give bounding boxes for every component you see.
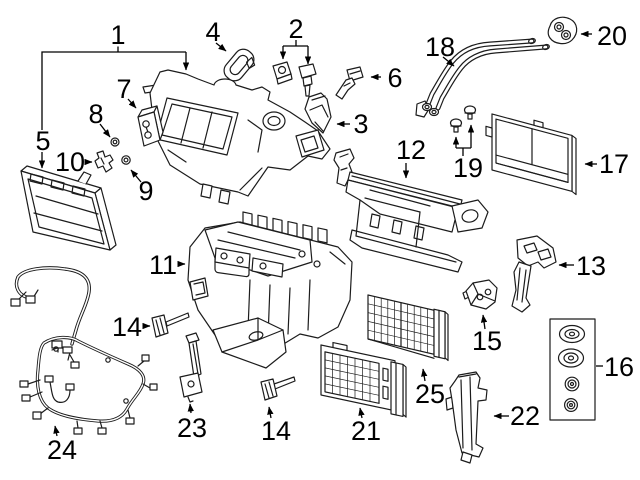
callout-label-22: 22	[510, 401, 540, 431]
callout-2	[279, 40, 312, 65]
part-13-bracket	[511, 235, 557, 313]
callout-label-8: 8	[88, 99, 103, 129]
part-25-filter	[367, 294, 449, 362]
callout-21	[358, 407, 365, 419]
callout-label-17: 17	[599, 149, 629, 179]
callout-19	[452, 124, 475, 156]
callout-25	[421, 368, 428, 382]
part-24-wire-harness	[10, 266, 158, 435]
part-15-actuator	[462, 279, 498, 310]
callout-label-2: 2	[288, 14, 303, 44]
part-10-clip	[94, 150, 114, 173]
callout-label-18: 18	[425, 32, 455, 62]
callout-label-19: 19	[453, 153, 483, 183]
part-1-upper-case	[142, 69, 331, 205]
callout-24	[53, 425, 60, 437]
callout-label-23: 23	[177, 413, 207, 443]
part-6-duct	[335, 66, 364, 100]
part-19-bolts	[449, 105, 477, 133]
callout-label-12: 12	[396, 135, 426, 165]
callout-label-16: 16	[604, 352, 634, 382]
callout-18	[442, 56, 455, 67]
callout-15	[480, 314, 488, 330]
callout-8	[99, 123, 111, 138]
callout-label-11: 11	[149, 250, 177, 280]
callout-label-20: 20	[597, 21, 627, 51]
callout-label-10: 10	[55, 147, 85, 177]
callout-label-7: 7	[116, 74, 131, 104]
callout-label-15: 15	[472, 326, 502, 356]
callout-label-25: 25	[415, 379, 445, 409]
part-22-bracket	[445, 371, 488, 464]
part-23-rod	[179, 332, 203, 403]
part-9-o-ring	[121, 155, 131, 165]
callout-label-13: 13	[576, 251, 606, 281]
callout-9	[130, 169, 142, 183]
callout-label-14-left: 14	[112, 312, 142, 342]
part-3-bracket	[304, 92, 332, 134]
callout-label-9: 9	[138, 176, 153, 206]
callout-1	[41, 46, 190, 130]
callout-23	[187, 403, 195, 414]
callout-7	[127, 98, 137, 109]
callout-14-right	[267, 406, 274, 419]
callout-label-14-right: 14	[261, 416, 291, 446]
part-16-seal-kit	[549, 318, 596, 421]
part-7-expansion-valve	[137, 105, 164, 147]
callout-label-4: 4	[205, 17, 220, 47]
part-18-heater-pipes	[415, 37, 550, 118]
part-5-evaporator	[20, 165, 117, 251]
part-14-sensor-right	[260, 376, 296, 401]
part-11-lower-case	[187, 211, 353, 369]
part-21-filter-frame	[320, 341, 407, 418]
callout-label-1: 1	[110, 20, 125, 50]
part-17-heater-core	[485, 113, 577, 196]
callout-label-21: 21	[351, 416, 381, 446]
callout-4	[215, 42, 227, 52]
part-12-duct-assembly	[333, 148, 489, 273]
part-8-o-ring	[110, 137, 120, 147]
callout-label-24: 24	[47, 435, 77, 465]
part-4-grommet	[223, 48, 256, 82]
callout-label-5: 5	[35, 126, 50, 156]
part-2-sensors	[272, 61, 317, 97]
part-14-sensor-left	[151, 312, 190, 338]
part-20-grommet-plate	[547, 16, 578, 45]
callout-label-3: 3	[353, 109, 368, 139]
callout-label-6: 6	[387, 63, 402, 93]
